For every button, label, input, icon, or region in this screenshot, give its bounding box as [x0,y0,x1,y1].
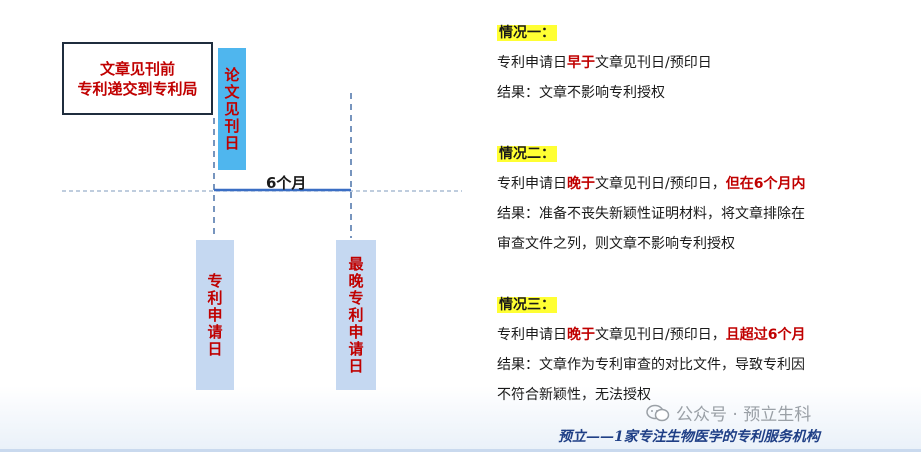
timeline-lines [62,93,462,238]
case-3-condition: 专利申请日晚于文章见刊日/预印日，且超过6个月 [497,327,806,343]
case-3-result-line1: 结果：文章作为专利审查的对比文件，导致专利因 [497,357,805,373]
wechat-icon [646,404,670,421]
filing-day-label: 专利申请日 [196,240,234,390]
watermark: 公众号 · 预立生科 [646,400,811,425]
case-1-title: 情况一： [497,25,557,41]
case-2-title: 情况二： [497,146,557,162]
watermark-text: 公众号 · 预立生科 [676,405,812,425]
box-main-line1: 文章见刊前 [99,59,175,78]
case-2-condition: 专利申请日晚于文章见刊日/预印日，但在6个月内 [497,176,806,192]
footer-slogan: 预立——1家专注生物医学的专利服务机构 [558,429,820,445]
case-3-title: 情况三： [497,297,557,313]
case-1-result: 结果：文章不影响专利授权 [497,85,665,101]
box-main-line2: 专利递交到专利局 [77,79,198,98]
case-2-result-line2: 审查文件之列，则文章不影响专利授权 [497,236,735,252]
case-3-result-line2: 不符合新颖性，无法授权 [497,387,651,403]
six-months-label: 6个月 [266,174,307,192]
case-2-result-line1: 结果：准备不丧失新颖性证明材料，将文章排除在 [497,206,805,222]
pre-publication-filing-box: 文章见刊前 专利递交到专利局 [62,42,213,115]
latest-filing-day-label: 最晚专利申请日 [336,240,376,390]
case-1-condition: 专利申请日早于文章见刊日/预印日 [497,55,712,71]
paper-publication-day-label: 论文见刊日 [218,48,246,170]
